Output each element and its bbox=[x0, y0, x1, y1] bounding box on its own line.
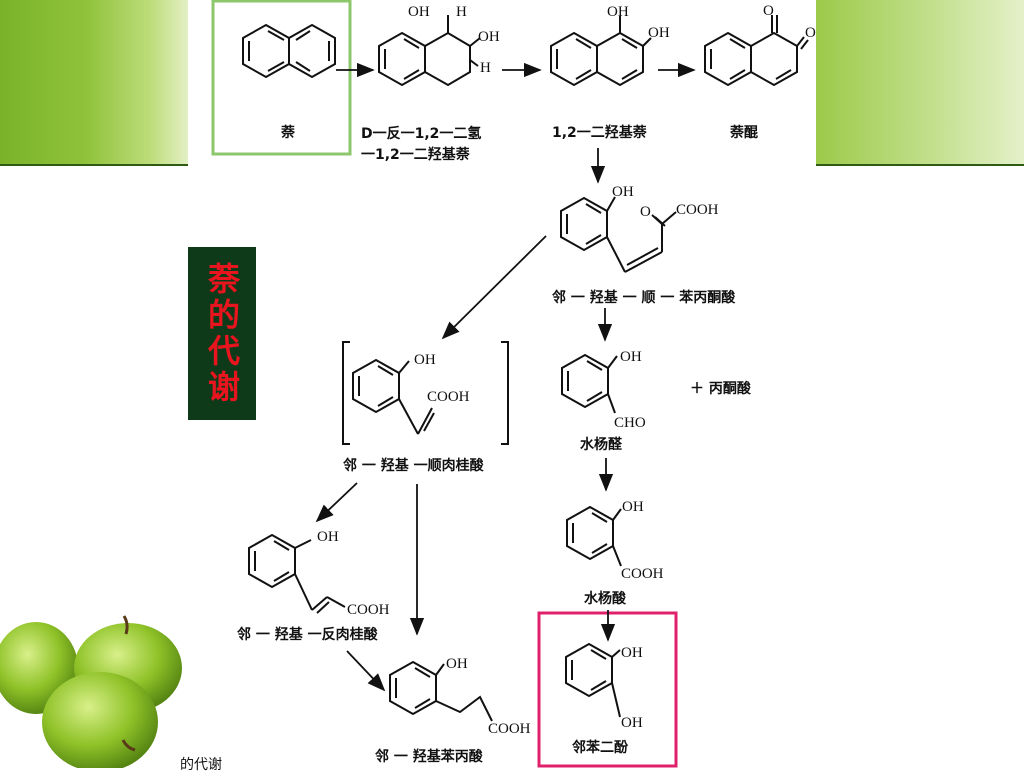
hydroxyphenylpropionic-structure bbox=[389, 660, 493, 722]
label-hydroxybenzalpyruvate: 邻 一 羟基 一 顺 一 苯丙酮酸 bbox=[552, 289, 736, 306]
trans-hydroxycinnamic-structure bbox=[248, 533, 346, 614]
label-dihydrodiol-line2: 一1,2一二羟基萘 bbox=[361, 146, 471, 163]
cis-hydroxycinnamic-cooh: COOH bbox=[427, 389, 470, 405]
salicylaldehyde-structure bbox=[561, 353, 618, 414]
arrow-9 bbox=[315, 482, 358, 523]
label-cis-hydroxycinnamic: 邻 一 羟基 一顺肉桂酸 bbox=[343, 457, 485, 474]
left-green-banner bbox=[0, 0, 188, 165]
dihydroxynaphthalene-oh-1: OH bbox=[607, 4, 629, 20]
label-naphthoquinone: 萘醌 bbox=[729, 124, 758, 141]
dihydrodiol-h-1: H bbox=[456, 4, 467, 20]
hydroxybenzalpyruvate-oh: OH bbox=[612, 184, 634, 200]
cis-hydroxycinnamic-structure bbox=[342, 341, 509, 445]
salicylaldehyde-oh: OH bbox=[620, 349, 642, 365]
dihydroxynaphthalene-oh-2: OH bbox=[648, 25, 670, 41]
naphthoquinone-o-1: O bbox=[763, 3, 774, 19]
label-trans-hydroxycinnamic: 邻 一 羟基 一反肉桂酸 bbox=[237, 626, 379, 643]
naphthoquinone-o-2: O bbox=[805, 25, 816, 41]
arrow-11 bbox=[346, 650, 386, 692]
banner-underline-left bbox=[0, 164, 188, 166]
slide-title: 萘的代谢 bbox=[203, 261, 241, 406]
dihydrodiol-h-2: H bbox=[480, 60, 491, 76]
naphthalene-highlight-box bbox=[211, 0, 352, 156]
label-dihydroxynaphthalene: 1,2一二羟基萘 bbox=[552, 124, 648, 141]
cis-hydroxycinnamic-oh: OH bbox=[414, 352, 436, 368]
trans-hydroxycinnamic-cooh: COOH bbox=[347, 602, 390, 618]
arrow-5 bbox=[441, 235, 547, 340]
salicylic-acid-oh: OH bbox=[622, 499, 644, 515]
label-salicylaldehyde: 水杨醛 bbox=[580, 436, 623, 453]
hydroxybenzalpyruvate-cooh: COOH bbox=[676, 202, 719, 218]
naphthoquinone-structure bbox=[704, 15, 809, 87]
dihydrodiol-structure bbox=[378, 15, 481, 87]
dihydrodiol-oh-1: OH bbox=[408, 4, 430, 20]
salicylaldehyde-cho: CHO bbox=[614, 415, 646, 431]
dihydroxynaphthalene-structure bbox=[550, 16, 652, 87]
label-catechol: 邻苯二酚 bbox=[572, 739, 629, 756]
label-hydroxyphenylpropionic: 邻 一 羟基苯丙酸 bbox=[375, 748, 484, 765]
catechol-structure bbox=[565, 642, 621, 718]
green-apples-image bbox=[0, 615, 182, 768]
label-pyruvate: ＋ 丙酮酸 bbox=[690, 380, 752, 397]
trans-hydroxycinnamic-oh: OH bbox=[317, 529, 339, 545]
footer-text: 的代谢 bbox=[180, 757, 222, 773]
hydroxyphenylpropionic-cooh: COOH bbox=[488, 721, 531, 737]
salicylic-acid-cooh: COOH bbox=[621, 566, 664, 582]
catechol-oh-2: OH bbox=[621, 715, 643, 731]
hydroxybenzalpyruvate-o: O bbox=[640, 204, 651, 220]
hydroxybenzalpyruvate-structure bbox=[560, 196, 677, 273]
banner-underline-right bbox=[816, 164, 1024, 166]
label-naphthalene: 萘 bbox=[280, 124, 296, 141]
hydroxyphenylpropionic-oh: OH bbox=[446, 656, 468, 672]
slide-title-box: 萘的代谢 bbox=[188, 247, 256, 420]
catechol-oh-1: OH bbox=[621, 645, 643, 661]
label-dihydrodiol-line1: D一反一1,2一二氢 bbox=[361, 125, 481, 142]
naphthalene-structure bbox=[242, 23, 336, 79]
salicylic-acid-structure bbox=[566, 505, 622, 567]
label-salicylic-acid: 水杨酸 bbox=[584, 590, 627, 607]
right-green-banner bbox=[816, 0, 1024, 165]
dihydrodiol-oh-2: OH bbox=[478, 29, 500, 45]
